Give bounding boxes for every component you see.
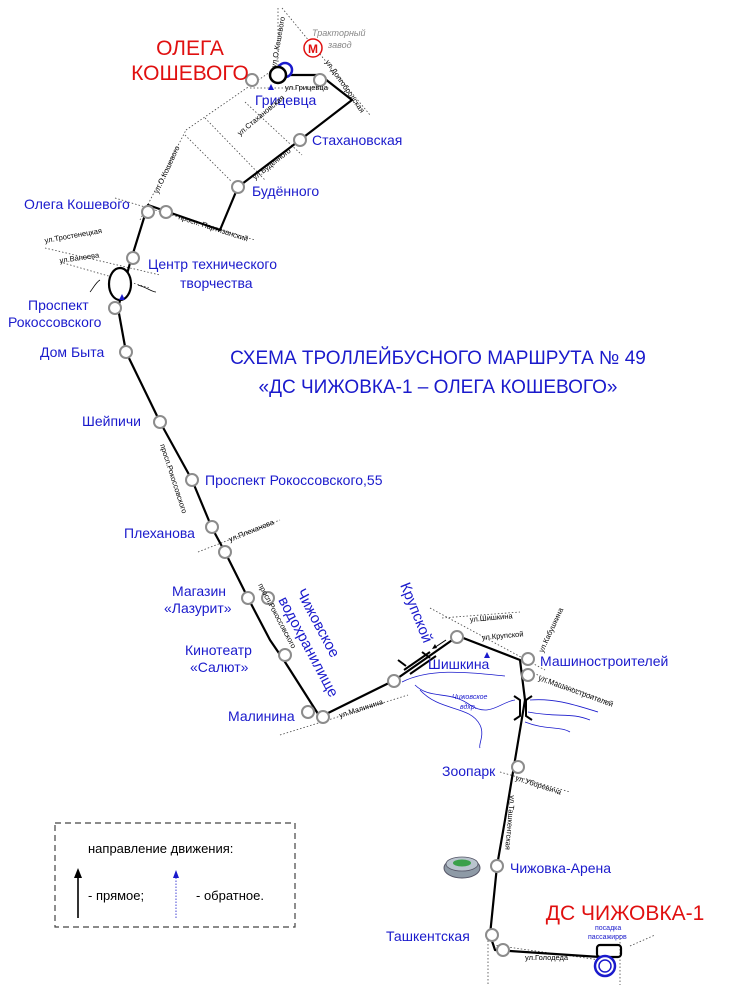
- map-title-line1: СХЕМА ТРОЛЛЕЙБУСНОГО МАРШРУТА № 49: [230, 347, 646, 369]
- tractor-plant-line2: завод: [327, 40, 352, 50]
- direction-arrows: [119, 84, 490, 658]
- stop-plekhanova-marker: [205, 520, 219, 534]
- street-o-koshevogo: ул.О.Кошевого: [152, 144, 182, 194]
- legend-heading: направление движения:: [88, 841, 233, 856]
- legend-forward-arrow-icon: [74, 868, 82, 918]
- terminal-north-line2: КОШЕВОГО: [131, 62, 249, 85]
- stop-tsentr-line2: творчества: [180, 275, 253, 291]
- reservoir-water: [401, 671, 599, 749]
- street-golodeda: ул.Голодеда: [525, 953, 569, 962]
- terminal-south: [593, 954, 617, 978]
- stop-malinina-marker: [301, 705, 315, 719]
- stop-tashkentskaya-marker-2: [496, 943, 510, 957]
- stop-malinina: Малинина: [228, 708, 295, 724]
- bridge-symbols: [397, 651, 533, 721]
- stop-chizhovka-arena: Чижовка-Арена: [510, 860, 611, 876]
- stop-salyut-marker: [278, 648, 292, 662]
- stop-gritsevtsa: Грицевца: [255, 92, 317, 108]
- stop-prospekt-marker: [108, 301, 122, 315]
- roundabout: [107, 266, 133, 302]
- terminal-north-line1: ОЛЕГА: [156, 37, 224, 60]
- street-trostenetskaya: ул.Тростенецкая: [44, 226, 103, 245]
- street-o-koshevogo-top: ул.О.Кошевого: [269, 16, 287, 68]
- stop-shishkina-marker: [387, 674, 401, 688]
- street-krupskoi: ул.Крупской: [481, 629, 523, 642]
- reservoir-small-label-2: вдхр.: [460, 703, 477, 711]
- stop-mashinostroitelei: Машиностроителей: [540, 653, 668, 669]
- stop-prospekt-line2: Рокоссовского: [8, 314, 102, 330]
- stop-gritsevtsa-marker-2: [245, 73, 259, 87]
- stop-shishkina-marker-2: [450, 630, 464, 644]
- stop-budennogo: Будённого: [252, 183, 319, 199]
- stop-lazurit-marker-2: [261, 591, 275, 605]
- stop-prospekt-line1: Проспект: [28, 297, 89, 313]
- stop-shishkina: Шишкина: [428, 656, 490, 672]
- legend-forward: - прямое;: [88, 888, 144, 903]
- stop-lazurit-line2: «Лазурит»: [164, 600, 232, 616]
- arena-icon: [443, 856, 481, 879]
- terminal-north: [268, 61, 294, 85]
- stop-plekhanova: Плеханова: [124, 525, 195, 541]
- stop-sheipichi: Шейпичи: [82, 413, 141, 429]
- stop-stakhanovskaya: Стахановская: [312, 132, 402, 148]
- stop-sheipichi-marker: [153, 415, 167, 429]
- street-kabushkina: ул.Кабушкина: [537, 606, 566, 654]
- street-vaneeva: ул.Ванеева: [59, 250, 100, 265]
- stop-dom-byta-marker: [119, 345, 133, 359]
- stop-salyut-line2: «Салют»: [190, 659, 249, 675]
- stop-prospekt-55: Проспект Рокоссовского,55: [205, 472, 383, 488]
- metro-letter: М: [308, 42, 318, 56]
- tractor-plant-line1: Тракторный: [312, 28, 366, 38]
- street-mashinostroitelei: ул.Машиностроителей: [537, 673, 614, 708]
- stop-lazurit-marker: [241, 591, 255, 605]
- stop-salyut-line1: Кинотеатр: [185, 642, 252, 658]
- stop-tsentr-line1: Центр технического: [148, 256, 277, 272]
- legend-reverse-arrow-icon: [173, 870, 179, 918]
- reservoir-small-label: Чижовское: [452, 694, 488, 701]
- stop-arena-marker: [490, 859, 504, 873]
- map-title-line2: «ДС ЧИЖОВКА-1 – ОЛЕГА КОШЕВОГО»: [259, 377, 618, 398]
- street-rokossovskogo-1: просп.Рокоссовского: [158, 443, 189, 515]
- street-budennogo: ул.Буденного: [251, 146, 293, 181]
- stop-dom-byta: Дом Быта: [40, 344, 104, 360]
- stop-mashinostroitelei-marker: [521, 652, 535, 666]
- stop-malinina-marker-2: [316, 710, 330, 724]
- stop-gritsevtsa-marker: [313, 73, 327, 87]
- stop-stakhanovskaya-marker: [293, 133, 307, 147]
- terminal-south-label: ДС ЧИЖОВКА-1: [546, 902, 705, 925]
- stop-tsentr-marker: [126, 251, 140, 265]
- boarding-label-line1: посадка: [595, 925, 621, 932]
- street-malinina: ул.Малинина: [338, 697, 385, 720]
- street-shishkina: ул.Шишкина: [469, 611, 513, 624]
- street-plekhanova: ул.Плеханова: [227, 517, 276, 544]
- stop-tashkentskaya: Ташкентская: [386, 928, 470, 944]
- stop-tashkentskaya-marker: [485, 928, 499, 942]
- stop-zoopark-marker: [511, 760, 525, 774]
- street-gritsevtsa: ул.Грицевца: [285, 83, 329, 92]
- krupskoi-label: Крупской: [396, 580, 436, 645]
- street-partizansky: просп. Партизанский: [177, 212, 249, 243]
- street-uborevicha: ул.Уборевича: [514, 773, 563, 797]
- stop-olega-koshevogo-marker-2: [159, 205, 173, 219]
- stop-plekhanova-marker-2: [218, 545, 232, 559]
- stops: [108, 73, 535, 957]
- stop-budennogo-marker: [231, 180, 245, 194]
- stop-prospekt55-marker: [185, 473, 199, 487]
- stop-olega-koshevogo: Олега Кошевого: [24, 196, 130, 212]
- stop-olega-koshevogo-marker: [141, 205, 155, 219]
- boarding-label-line2: пассажиров: [588, 934, 627, 941]
- legend: направление движения: - прямое; - обратн…: [54, 822, 296, 928]
- stop-lazurit-line1: Магазин: [172, 583, 226, 599]
- metro-icon: М: [303, 38, 323, 58]
- roundabout-arrows: [89, 279, 157, 293]
- legend-reverse: - обратное.: [196, 888, 264, 903]
- stop-mashinostroitelei-marker-2: [521, 668, 535, 682]
- stop-zoopark: Зоопарк: [442, 763, 496, 779]
